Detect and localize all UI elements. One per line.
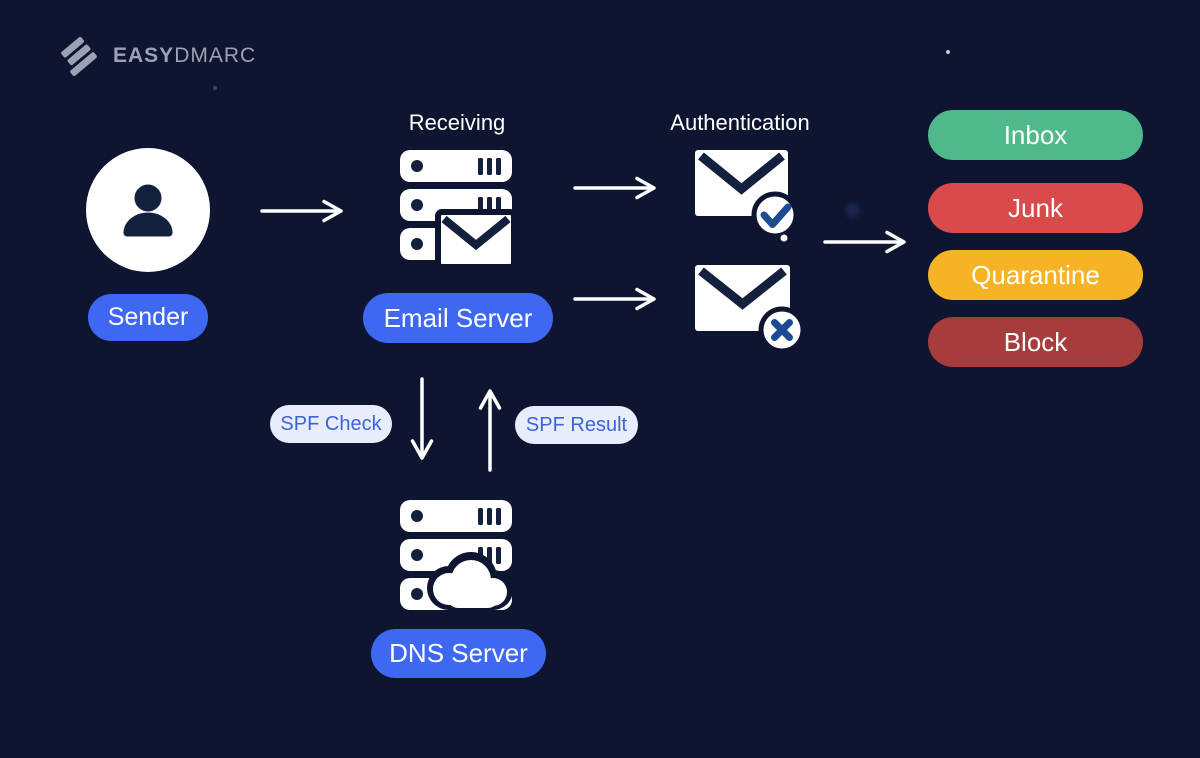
logo-text-dmarc: DMARC	[174, 44, 257, 67]
spf-result-pill: SPF Result	[515, 406, 638, 444]
spf-check-label: SPF Check	[280, 412, 382, 435]
cloud-icon	[433, 560, 507, 608]
star-dot	[213, 86, 217, 90]
easydmarc-logo: EASYDMARC	[58, 36, 256, 76]
arrow-server-to-fail-icon	[573, 286, 668, 317]
outcome-quarantine-pill: Quarantine	[928, 250, 1143, 300]
outcome-block-pill: Block	[928, 317, 1143, 367]
sender-avatar	[86, 148, 210, 272]
arrow-server-to-pass-icon	[573, 175, 668, 206]
outcome-junk-pill: Junk	[928, 183, 1143, 233]
x-mark	[771, 319, 793, 341]
dns-server-label-pill: DNS Server	[371, 629, 546, 678]
authentication-caption: Authentication	[670, 110, 810, 135]
email-pass-icon	[693, 148, 805, 251]
person-icon	[115, 175, 181, 246]
spf-check-pill: SPF Check	[270, 405, 392, 443]
sender-label-pill: Sender	[88, 294, 208, 341]
star-dot	[946, 50, 950, 54]
star-glow	[845, 203, 860, 218]
arrow-sender-to-server-icon	[260, 198, 355, 229]
outcome-quarantine-label: Quarantine	[971, 259, 1100, 290]
easydmarc-logo-text: EASYDMARC	[113, 44, 256, 68]
arrow-auth-to-outcomes-icon	[823, 229, 918, 260]
email-server-icon	[397, 148, 517, 275]
spf-result-label: SPF Result	[525, 413, 628, 436]
outcome-inbox-pill: Inbox	[928, 110, 1143, 160]
check-mark	[760, 203, 792, 228]
outcome-block-label: Block	[1003, 326, 1068, 357]
arrow-spf-result-up-icon	[477, 377, 503, 477]
email-server-label: Email Server	[383, 302, 533, 333]
outcome-junk-label: Junk	[1008, 192, 1063, 223]
logo-text-easy: EASY	[113, 44, 175, 67]
arrow-spf-check-down-icon	[409, 377, 435, 477]
email-fail-icon	[693, 263, 806, 362]
receiving-caption: Receiving	[408, 110, 506, 135]
easydmarc-logo-icon	[58, 36, 102, 76]
email-server-label-pill: Email Server	[363, 293, 553, 343]
dns-server-icon	[397, 498, 517, 621]
sender-label: Sender	[107, 303, 189, 331]
dns-server-label: DNS Server	[389, 638, 528, 668]
outcome-inbox-label: Inbox	[1003, 119, 1068, 150]
